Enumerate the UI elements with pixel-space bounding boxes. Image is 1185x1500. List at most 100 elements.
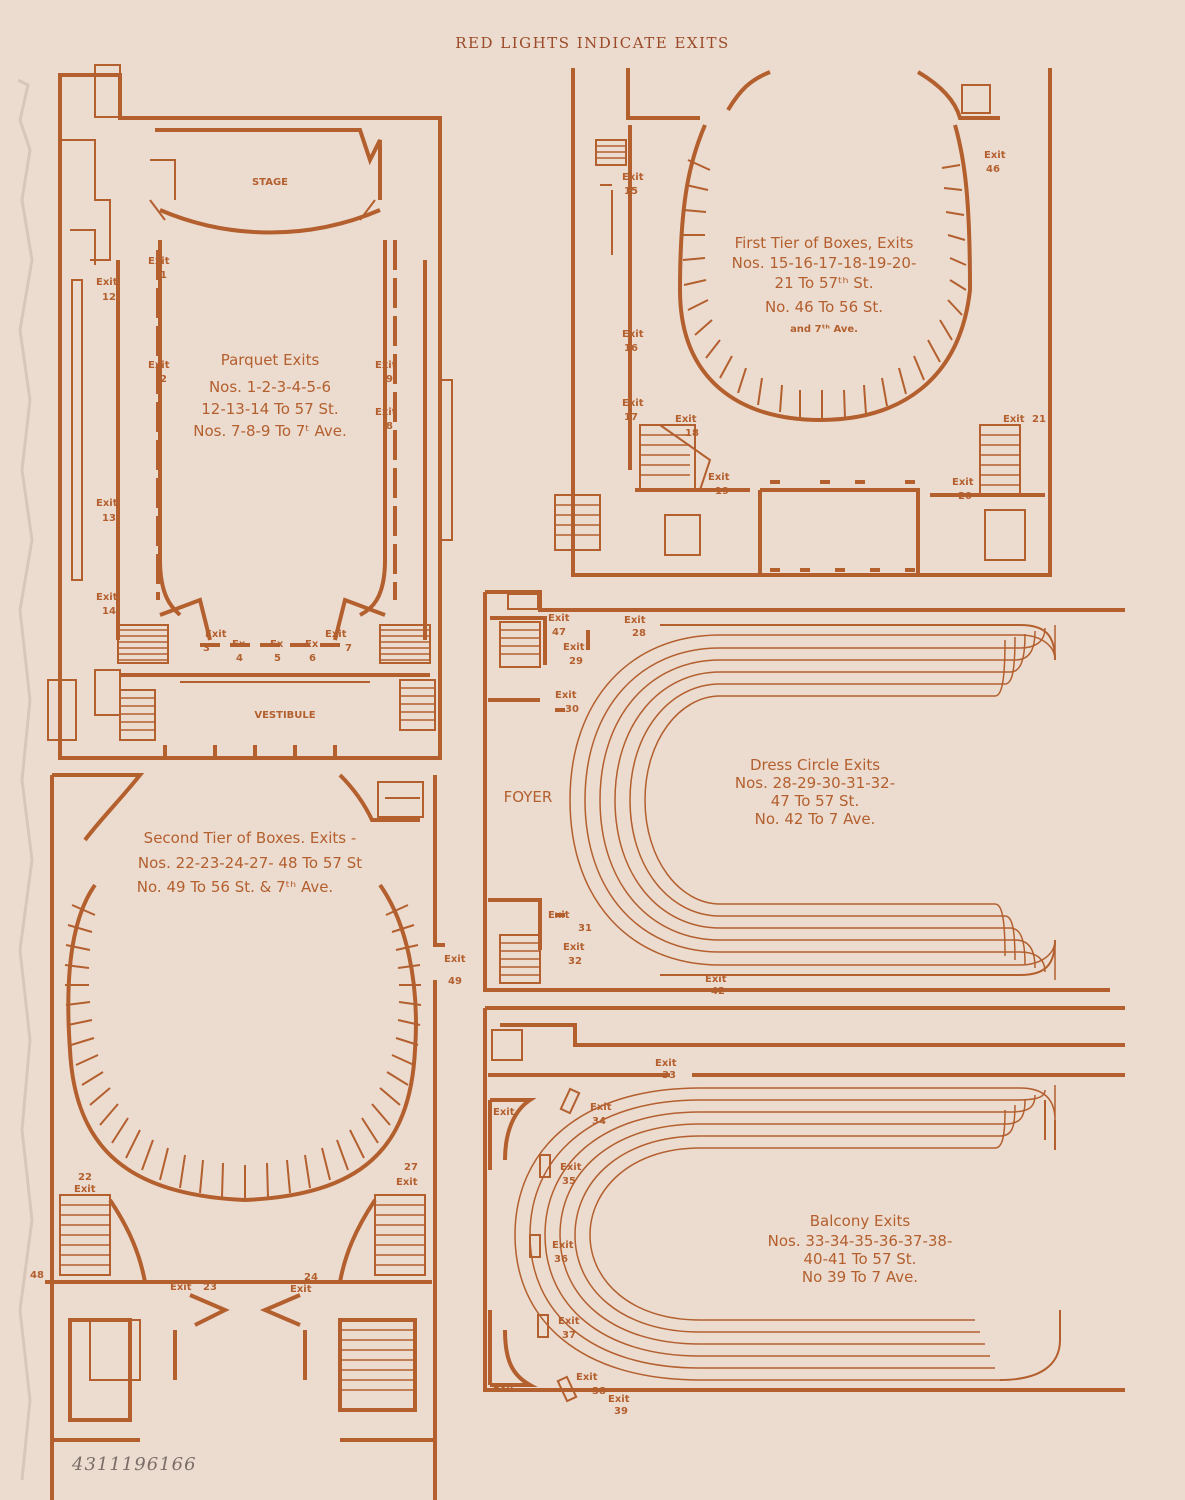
exit-47-num: 47 bbox=[552, 627, 566, 638]
exit-38-label: Exit bbox=[576, 1372, 598, 1383]
dress-circle-rows bbox=[569, 624, 1056, 980]
parquet-plan: STAGE bbox=[47, 64, 453, 760]
exit-8-label: Exit bbox=[375, 407, 397, 418]
exit-35-label: Exit bbox=[560, 1162, 582, 1173]
dress-circle-plan: FOYER Dress Circle Exits Nos. 28-29-30-3… bbox=[483, 590, 1125, 997]
exit-4-num: 4 bbox=[236, 653, 243, 664]
dress-circle-line-3: 47 To 57 St. bbox=[771, 792, 859, 810]
exit-30-num: 30 bbox=[565, 704, 579, 715]
exit-21-label: Exit bbox=[1003, 414, 1025, 425]
exit-41-label: Exit bbox=[493, 1383, 515, 1394]
dress-circle-line-1: Dress Circle Exits bbox=[750, 756, 880, 774]
exit-20-num: 20 bbox=[958, 491, 972, 502]
exit-17-num: 17 bbox=[624, 412, 638, 423]
parquet-line-1: Nos. 1-2-3-4-5-6 bbox=[209, 378, 331, 396]
exit-9-num: 9 bbox=[386, 374, 393, 385]
exit-19-label: Exit bbox=[708, 472, 730, 483]
exit-6-num: 6 bbox=[309, 653, 316, 664]
second-tier-exit-labels: Exit 22 Exit 23 Exit 24 Exit 27 Exit 49 … bbox=[30, 954, 466, 1295]
exit-3-num: 3 bbox=[203, 643, 210, 654]
exit-36-num: 36 bbox=[554, 1254, 568, 1265]
exit-33-num: 33 bbox=[662, 1070, 676, 1081]
exit-32-num: 32 bbox=[568, 956, 582, 967]
first-tier-exit-labels: Exit 15 Exit 16 Exit 17 Exit 18 Exit 19 … bbox=[622, 150, 1046, 502]
exit-42-label: Exit bbox=[705, 974, 727, 985]
exit-23-label: Exit bbox=[170, 1282, 192, 1293]
exit-27-label: Exit bbox=[396, 1177, 418, 1188]
exit-47-label: Exit bbox=[548, 613, 570, 624]
dress-circle-line-4: No. 42 To 7 Ave. bbox=[755, 810, 876, 828]
exit-36-label: Exit bbox=[552, 1240, 574, 1251]
exit-35-num: 35 bbox=[562, 1176, 576, 1187]
first-tier-plan: First Tier of Boxes, Exits Nos. 15-16-17… bbox=[554, 68, 1052, 577]
balcony-rows bbox=[514, 1085, 1061, 1381]
first-tier-box-dividers bbox=[682, 159, 967, 420]
parquet-title: Parquet Exits bbox=[221, 351, 320, 369]
dress-circle-line-2: Nos. 28-29-30-31-32- bbox=[735, 774, 895, 792]
exit-18-num: 18 bbox=[685, 428, 699, 439]
balcony-line-2: Nos. 33-34-35-36-37-38- bbox=[768, 1232, 953, 1250]
exit-14-label: Exit bbox=[96, 592, 118, 603]
exit-6-label: Ex bbox=[305, 639, 319, 650]
exit-37-label: Exit bbox=[558, 1316, 580, 1327]
exit-1-label: Exit bbox=[148, 256, 170, 267]
exit-15-num: 15 bbox=[624, 186, 638, 197]
exit-5-label: Ex bbox=[270, 639, 284, 650]
exit-39-num: 39 bbox=[614, 1406, 628, 1417]
exit-15-label: Exit bbox=[622, 172, 644, 183]
exit-48-num: 48 bbox=[30, 1270, 44, 1281]
torn-edge bbox=[17, 78, 34, 1481]
exit-34-num: 34 bbox=[592, 1116, 606, 1127]
second-tier-plan: Second Tier of Boxes. Exits - Nos. 22-23… bbox=[30, 773, 466, 1500]
exit-24-num: 24 bbox=[304, 1272, 318, 1283]
balcony-line-1: Balcony Exits bbox=[810, 1212, 911, 1230]
exit-29-num: 29 bbox=[569, 656, 583, 667]
exit-2-label: Exit bbox=[148, 360, 170, 371]
exit-9-label: Exit bbox=[375, 360, 397, 371]
exit-23-num: 23 bbox=[203, 1282, 217, 1293]
exit-22-label: Exit bbox=[74, 1184, 96, 1195]
exit-17-label: Exit bbox=[622, 398, 644, 409]
exit-27-num: 27 bbox=[404, 1162, 418, 1173]
exit-13-label: Exit bbox=[96, 498, 118, 509]
exit-42-num: 42 bbox=[711, 986, 725, 997]
archive-handwritten-number: 4311196166 bbox=[72, 1454, 197, 1475]
exit-5-num: 5 bbox=[274, 653, 281, 664]
vestibule-label: VESTIBULE bbox=[254, 710, 315, 721]
page-header: RED LIGHTS INDICATE EXITS bbox=[455, 34, 730, 52]
exit-8-num: 8 bbox=[386, 421, 393, 432]
exit-49-label: Exit bbox=[444, 954, 466, 965]
parquet-line-3: Nos. 7-8-9 To 7ᵗ Ave. bbox=[193, 422, 347, 440]
first-tier-line-3: 21 To 57ᵗʰ St. bbox=[775, 274, 874, 292]
exit-30-label: Exit bbox=[555, 690, 577, 701]
exit-14-num: 14 bbox=[102, 606, 116, 617]
exit-1-num: 1 bbox=[160, 270, 167, 281]
balcony-aisle-boxes bbox=[529, 1087, 581, 1403]
parquet-line-2: 12-13-14 To 57 St. bbox=[201, 400, 338, 418]
second-tier-box-dividers bbox=[64, 904, 422, 1200]
exit-12-label: Exit bbox=[96, 277, 118, 288]
balcony-plan: Balcony Exits Nos. 33-34-35-36-37-38- 40… bbox=[483, 1006, 1125, 1417]
exit-2-num: 2 bbox=[160, 374, 167, 385]
exit-31-label: Exit bbox=[548, 910, 570, 921]
exit-3-label: Exit bbox=[205, 629, 227, 640]
exit-4-label: Ex bbox=[232, 639, 246, 650]
balcony-line-4: No 39 To 7 Ave. bbox=[802, 1268, 918, 1286]
exit-21-num: 21 bbox=[1032, 414, 1046, 425]
exit-31-num: 31 bbox=[578, 923, 592, 934]
exit-38-num: 38 bbox=[592, 1386, 606, 1397]
exit-16-num: 16 bbox=[624, 343, 638, 354]
parquet-stairs bbox=[47, 624, 436, 741]
exit-16-label: Exit bbox=[622, 329, 644, 340]
exit-46-label: Exit bbox=[984, 150, 1006, 161]
exit-28-num: 28 bbox=[632, 628, 646, 639]
dress-circle-exit-labels: Exit 28 Exit 29 Exit 30 Exit 31 Exit 32 … bbox=[548, 613, 727, 997]
exit-33-label: Exit bbox=[655, 1058, 677, 1069]
exit-12-num: 12 bbox=[102, 292, 116, 303]
stage-label: STAGE bbox=[252, 177, 288, 188]
exit-34-label: Exit bbox=[590, 1102, 612, 1113]
exit-20-label: Exit bbox=[952, 477, 974, 488]
exit-22-num: 22 bbox=[78, 1172, 92, 1183]
exit-7-label: Exit bbox=[325, 629, 347, 640]
